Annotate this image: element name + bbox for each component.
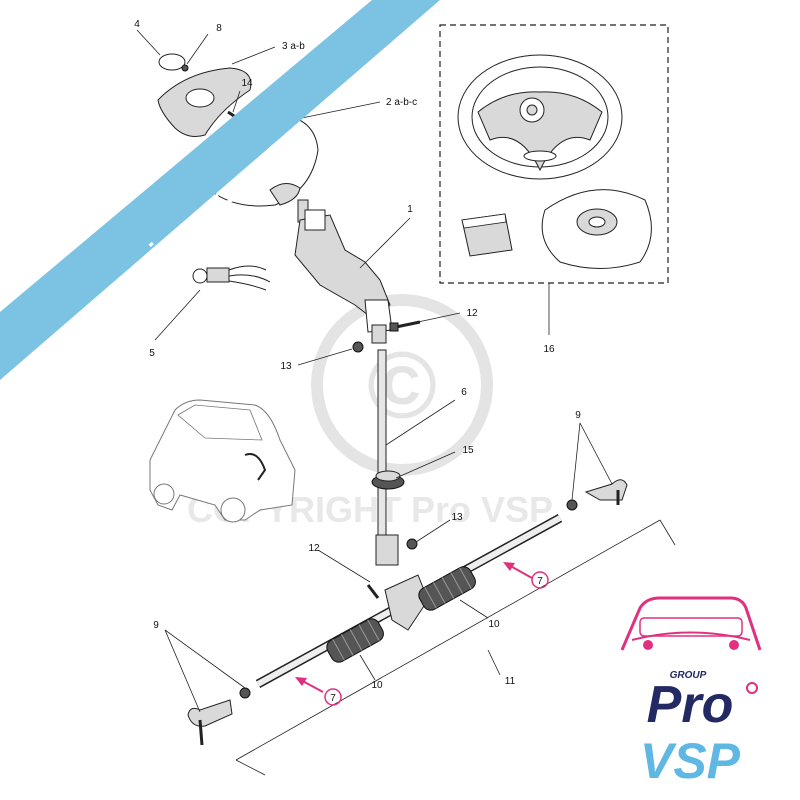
part-16-steering-wheel-set <box>439 24 669 284</box>
part-4-emblem-ring <box>158 53 186 71</box>
callout-7-right: 7 <box>537 576 543 587</box>
callout-15: 15 <box>462 445 474 456</box>
callout-1: 1 <box>407 204 413 215</box>
logo-vsp-text: VSP <box>640 733 741 789</box>
part-9-tie-rod-end-left <box>187 687 251 746</box>
callout-10-left: 10 <box>371 680 383 691</box>
callout-3: 3 a-b <box>282 41 305 52</box>
callout-12-upper: 12 <box>466 308 478 319</box>
part-9-tie-rod-end-right <box>566 479 628 511</box>
callout-4: 4 <box>134 19 140 30</box>
part-13-nut-lower <box>406 538 418 550</box>
callout-10-right: 10 <box>488 619 500 630</box>
logo-pro-text: Pro <box>647 676 734 734</box>
part-12-bolt-lower <box>366 584 380 599</box>
callout-16: 16 <box>543 344 555 355</box>
callout-12-lower: 12 <box>308 543 320 554</box>
callout-14: 14 <box>241 78 253 89</box>
callout-9-right: 9 <box>575 410 581 421</box>
callout-9-left: 9 <box>153 620 159 631</box>
part-12-bolt-upper <box>389 320 421 332</box>
part-10-rack-boot-right <box>418 566 476 611</box>
callout-2: 2 a-b-c <box>386 97 417 108</box>
part-15-shaft-seal <box>371 470 405 490</box>
part-10-rack-boot-left <box>326 618 384 663</box>
part-3-horn-cover <box>157 67 252 137</box>
logo-gear-icon <box>746 682 758 694</box>
leader-lines <box>136 29 676 776</box>
vehicle-location-sketch <box>149 399 296 523</box>
callout-11: 11 <box>505 676 516 687</box>
part-13-nut-upper <box>352 341 364 353</box>
part-1-steering-column <box>294 209 393 344</box>
universal-joint <box>375 534 399 566</box>
part-8-screw <box>181 64 189 72</box>
part-5-ignition-switch <box>192 265 271 291</box>
logo-group-text: GROUP <box>670 670 707 681</box>
callout-7-left: 7 <box>330 693 336 704</box>
callout-labels: 4 8 3 a-b 14 2 a-b-c 1 5 12 13 16 6 15 9… <box>134 19 581 704</box>
part-6-intermediate-shaft <box>377 349 387 541</box>
provsp-logo: GROUP Pro VSP <box>620 596 762 789</box>
callout-6: 6 <box>461 387 467 398</box>
callout-13-lower: 13 <box>451 512 463 523</box>
callout-13-upper: 13 <box>280 361 292 372</box>
callout-8: 8 <box>216 23 222 34</box>
part-11-steering-rack <box>255 514 563 688</box>
callout-5: 5 <box>149 348 155 359</box>
